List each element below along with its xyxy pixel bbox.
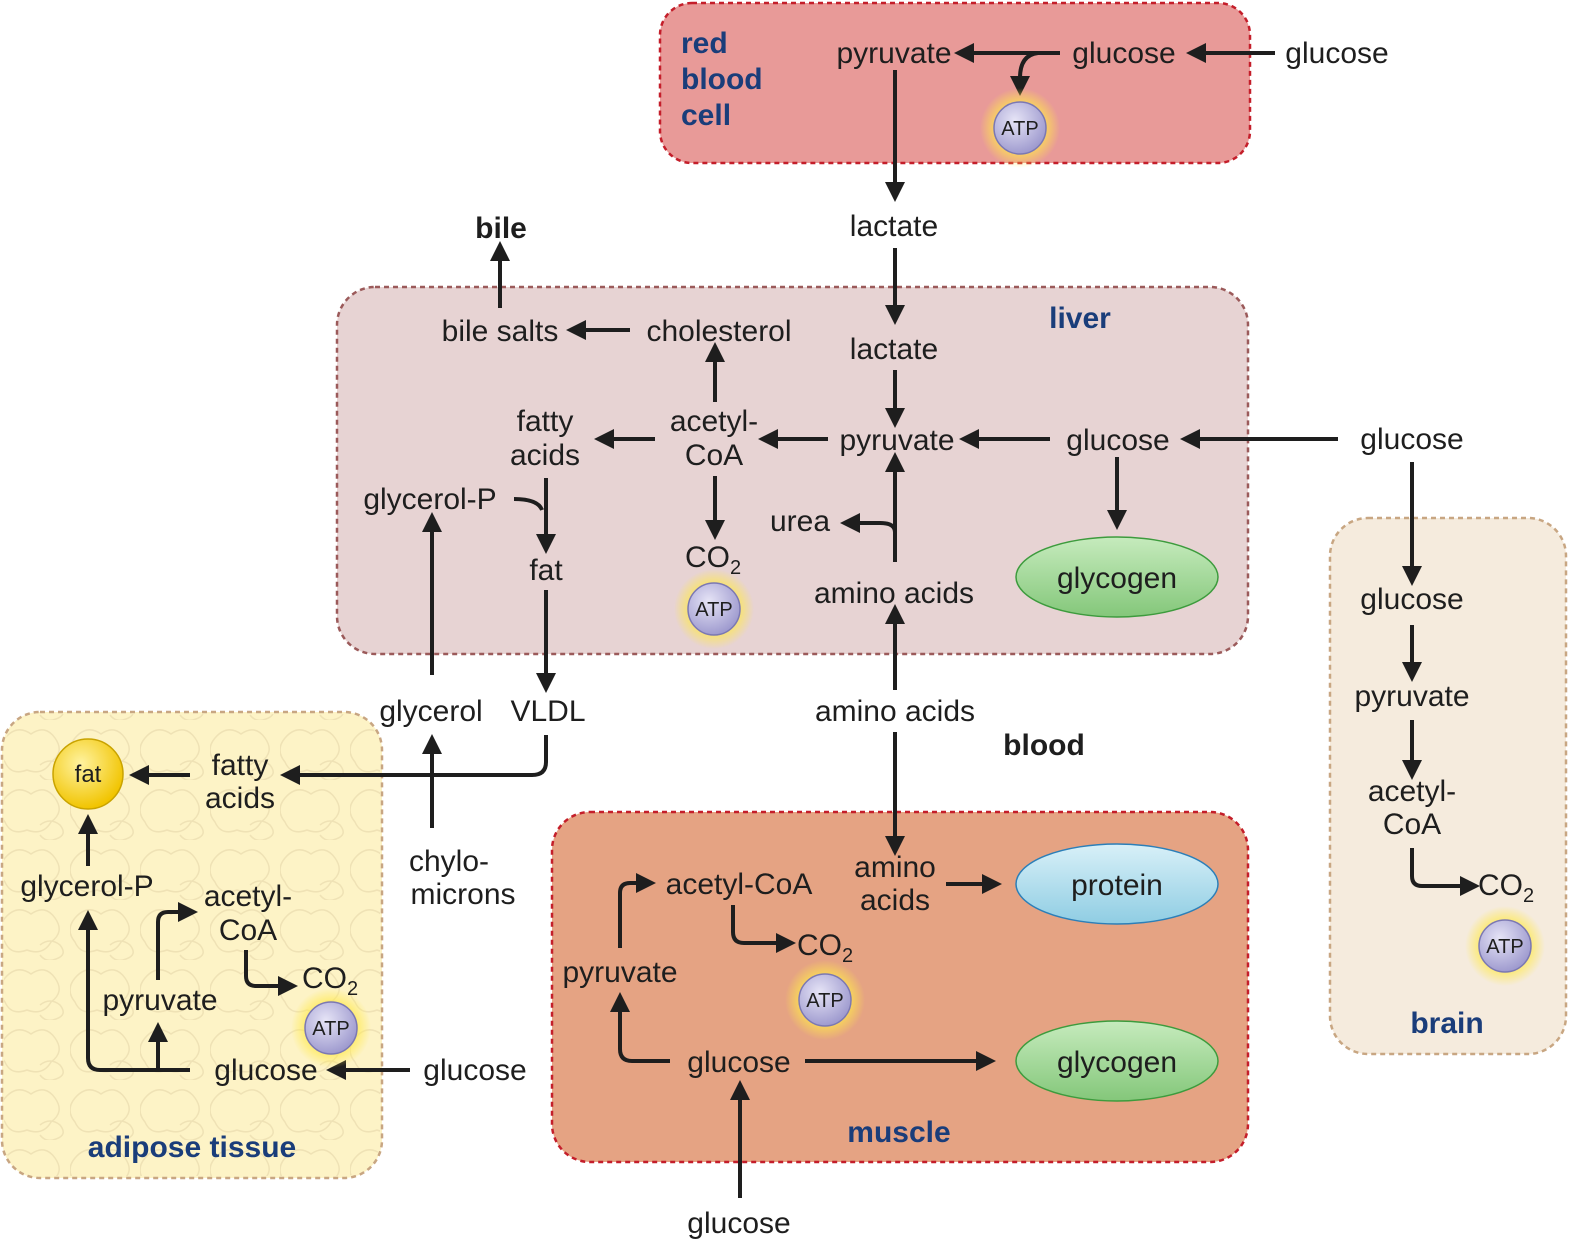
adipose-fat-shape [52,738,124,810]
adipose-atp-icon [304,1001,358,1055]
blood-amino-acids: amino acids [815,695,975,728]
adipose-texture [4,714,380,1176]
liver-acetyl-coa-line2: CoA [685,439,743,472]
muscle-atp-label: ATP [806,990,843,1012]
blood-glucose-liver: glucose [1360,423,1463,456]
brain-acetyl-coa-line2: CoA [1383,808,1441,841]
brain-atp-label: ATP [1486,936,1523,958]
liver-pyruvate: pyruvate [839,424,954,457]
rbc-label-line2: blood [681,63,763,96]
blood-glucose-rbc: glucose [1285,37,1388,70]
adipose-atp-label: ATP [312,1018,349,1040]
muscle-label: muscle [847,1116,950,1149]
liver-label: liver [1049,302,1111,335]
chylomicrons-line1: chylo- [409,845,489,878]
muscle-protein-label: protein [1071,869,1163,902]
arrow-muscle-glucose-to-pyruvate [610,992,670,1063]
liver-acetyl-coa-line1: acetyl- [670,405,758,438]
liver-amino-acids: amino acids [814,577,974,610]
blood-glucose-muscle: glucose [687,1207,790,1240]
liver-co2: CO2 [685,541,741,579]
blood-label: blood [1003,729,1085,762]
brain-label: brain [1410,1007,1483,1040]
rbc-pyruvate: pyruvate [836,37,951,70]
arrow-adipose-acetyl-to-co2 [244,950,298,996]
liver-box [335,285,1250,656]
chylomicrons-line2: microns [410,878,515,911]
adipose-fatty-acids-line1: fatty [212,749,269,782]
muscle-glycogen-label: glycogen [1057,1046,1177,1079]
liver-glucose: glucose [1066,424,1169,457]
brain-atp-icon [1478,919,1532,973]
liver-lactate: lactate [850,333,938,366]
blood-lactate: lactate [850,210,938,243]
arrow-muscle-pyruvate-to-acetyl [618,873,656,948]
muscle-acetyl-coa: acetyl-CoA [666,868,813,901]
brain-co2: CO2 [1478,869,1534,907]
adipose-glycerol-p: glycerol-P [20,870,153,903]
brain-acetyl-coa-line1: acetyl- [1368,775,1456,808]
rbc-atp-label: ATP [1001,118,1038,140]
liver-glycogen-shape [1015,536,1219,618]
arrow-to-urea [840,513,897,548]
liver-bile-salts: bile salts [442,315,559,348]
bile-label: bile [475,212,527,245]
rbc-box [658,1,1252,165]
liver-glycerol-p: glycerol-P [363,483,496,516]
rbc-glucose: glucose [1072,37,1175,70]
muscle-atp-icon [798,973,852,1027]
adipose-co2: CO2 [302,962,358,1000]
arrow-adipose-pyruvate-to-acetyl [156,902,198,980]
liver-cholesterol: cholesterol [646,315,791,348]
muscle-glycogen-shape [1015,1020,1219,1102]
adipose-label: adipose tissue [88,1131,296,1164]
muscle-co2: CO2 [797,929,853,967]
brain-pyruvate: pyruvate [1354,680,1469,713]
rbc-atp-icon [993,101,1047,155]
blood-vldl: VLDL [510,695,585,728]
liver-glycogen-label: glycogen [1057,562,1177,595]
muscle-amino-acids-line2: acids [860,884,930,917]
blood-glucose-adipose: glucose [423,1054,526,1087]
arrow-brain-acetyl-to-co2 [1410,848,1480,896]
adipose-fat-label: fat [75,761,102,788]
adipose-acetyl-coa-line2: CoA [219,914,277,947]
muscle-amino-acids-line1: amino [854,851,936,884]
arrow-rbc-glucose-to-atp [1010,51,1039,96]
adipose-fatty-acids-line2: acids [205,782,275,815]
blood-glycerol: glycerol [379,695,482,728]
arrow-vldl-to-adipose-fatty-acids [280,735,548,785]
liver-fatty-acids-line2: acids [510,439,580,472]
muscle-protein-shape [1015,843,1219,925]
liver-fat: fat [529,554,563,587]
liver-urea: urea [770,505,830,538]
rbc-label-line1: red [681,27,728,60]
arrow-adipose-glucose-to-glycerol-p [78,910,190,1072]
arrow-muscle-acetyl-to-co2 [731,905,796,953]
brain-glucose: glucose [1360,583,1463,616]
adipose-glucose: glucose [214,1054,317,1087]
rbc-label-line3: cell [681,99,731,132]
liver-fatty-acids-line1: fatty [517,405,574,438]
liver-atp-icon [687,582,741,636]
liver-atp-label: ATP [695,599,732,621]
adipose-acetyl-coa-line1: acetyl- [204,880,292,913]
adipose-pyruvate: pyruvate [102,984,217,1017]
muscle-pyruvate: pyruvate [562,956,677,989]
muscle-glucose: glucose [687,1046,790,1079]
arrow-glycerol-p-to-fat [513,497,544,511]
